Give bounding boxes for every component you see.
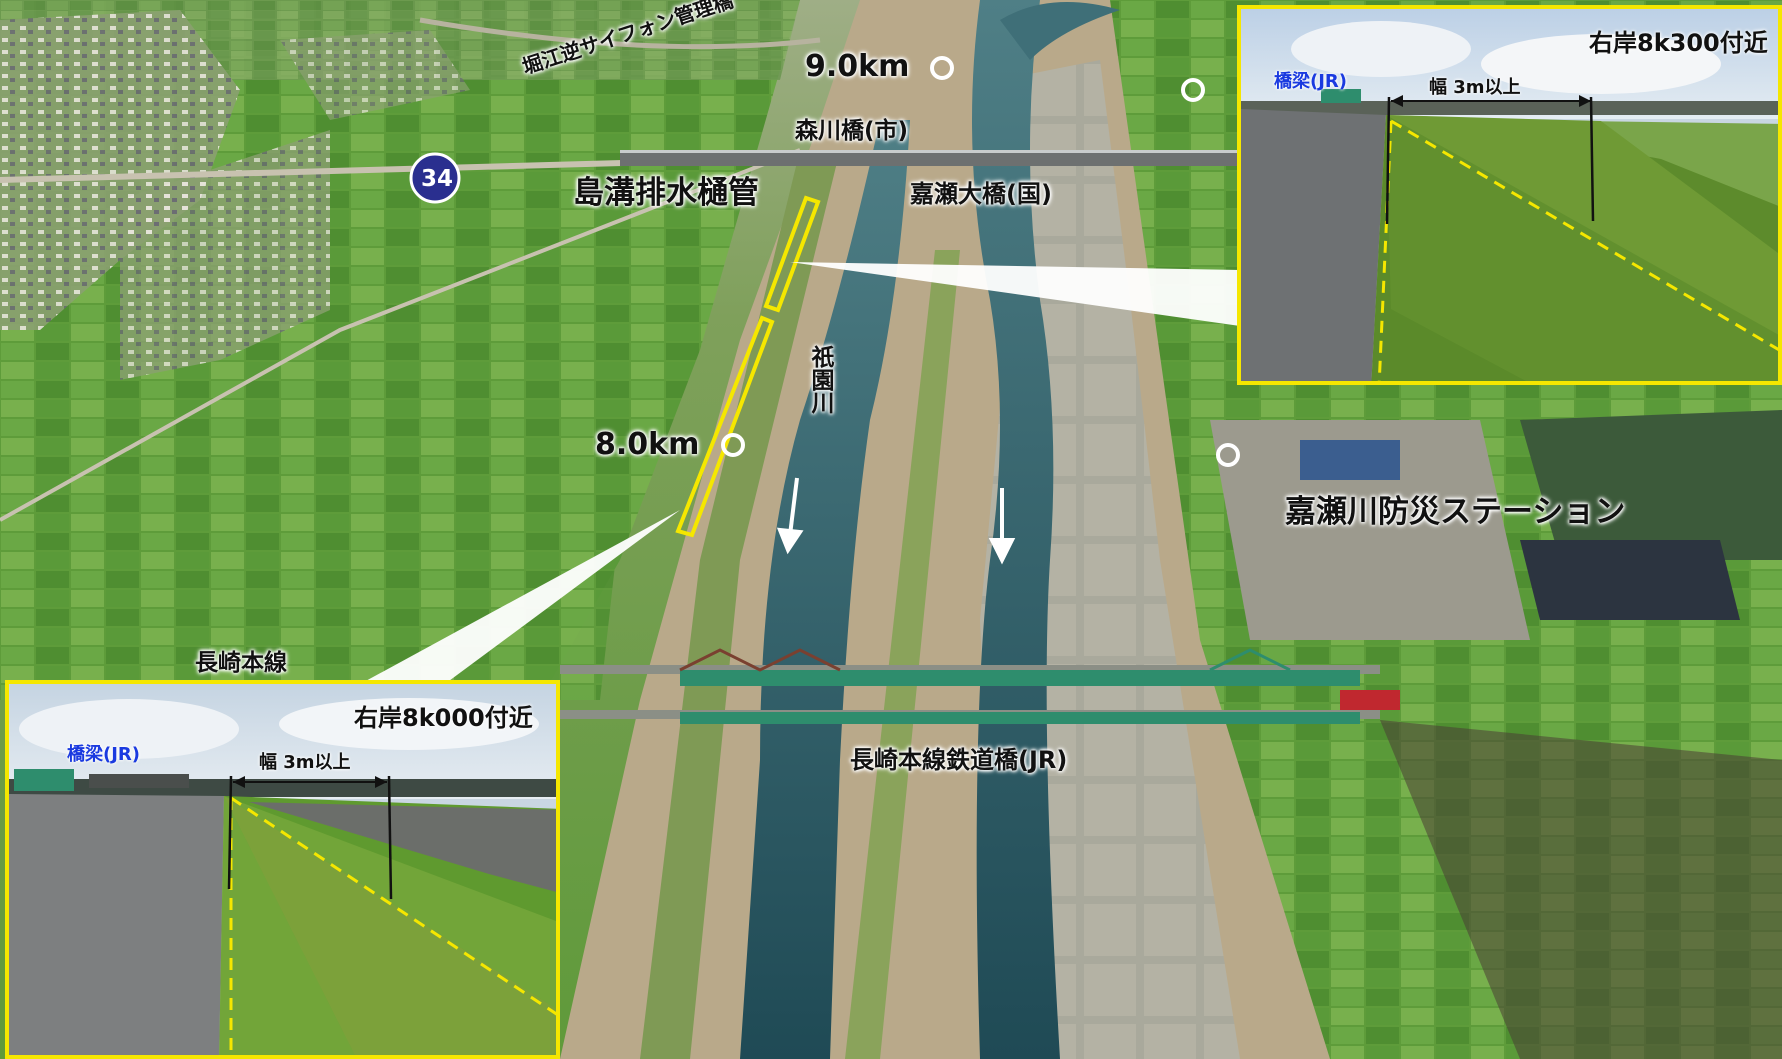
inset-title: 右岸8k300付近 bbox=[1589, 29, 1768, 57]
km-marker-8km bbox=[721, 433, 745, 457]
inset-photo-right-8k300: 右岸8k300付近 橋梁(JR) 幅 3m以上 bbox=[1237, 5, 1782, 385]
shimamizo-pipe-label: 島溝排水樋管 bbox=[573, 175, 759, 211]
levee-highlight-lower bbox=[675, 315, 775, 538]
inset-bridge-label: 橋梁(JR) bbox=[67, 744, 141, 765]
disaster-station-label: 嘉瀬川防災ステーション bbox=[1285, 494, 1626, 530]
kase-ohashi-label: 嘉瀬大橋(国) bbox=[910, 180, 1052, 208]
route-shield-icon bbox=[409, 152, 461, 204]
inset-photo-right-8k000: 右岸8k000付近 橋梁(JR) 幅 3m以上 bbox=[5, 680, 560, 1059]
distance-label-9km: 9.0km bbox=[805, 49, 910, 84]
route-number: 34 bbox=[421, 166, 454, 192]
inset-width-label: 幅 3m以上 bbox=[259, 752, 351, 773]
km-marker-left-9km bbox=[1181, 78, 1205, 102]
distance-label-8km: 8.0km bbox=[595, 427, 700, 462]
inset-scene bbox=[9, 684, 556, 1055]
inset-bridge-label: 橋梁(JR) bbox=[1274, 71, 1348, 92]
inset-width-label: 幅 3m以上 bbox=[1429, 77, 1521, 98]
km-marker-left-8km bbox=[1216, 443, 1240, 467]
morikawa-bridge-label: 森川橋(市) bbox=[795, 118, 909, 144]
inset-scene bbox=[1241, 9, 1778, 381]
levee-highlight-upper bbox=[763, 195, 821, 313]
gion-river-label: 祇園川 bbox=[807, 345, 833, 414]
nagasaki-line-label: 長崎本線 bbox=[195, 650, 287, 676]
km-marker-9km bbox=[930, 56, 954, 80]
railway-bridge-label: 長崎本線鉄道橋(JR) bbox=[850, 746, 1068, 774]
flow-arrow-right bbox=[988, 488, 1016, 565]
inset-title: 右岸8k000付近 bbox=[354, 704, 533, 732]
flow-arrow-left bbox=[776, 477, 804, 555]
